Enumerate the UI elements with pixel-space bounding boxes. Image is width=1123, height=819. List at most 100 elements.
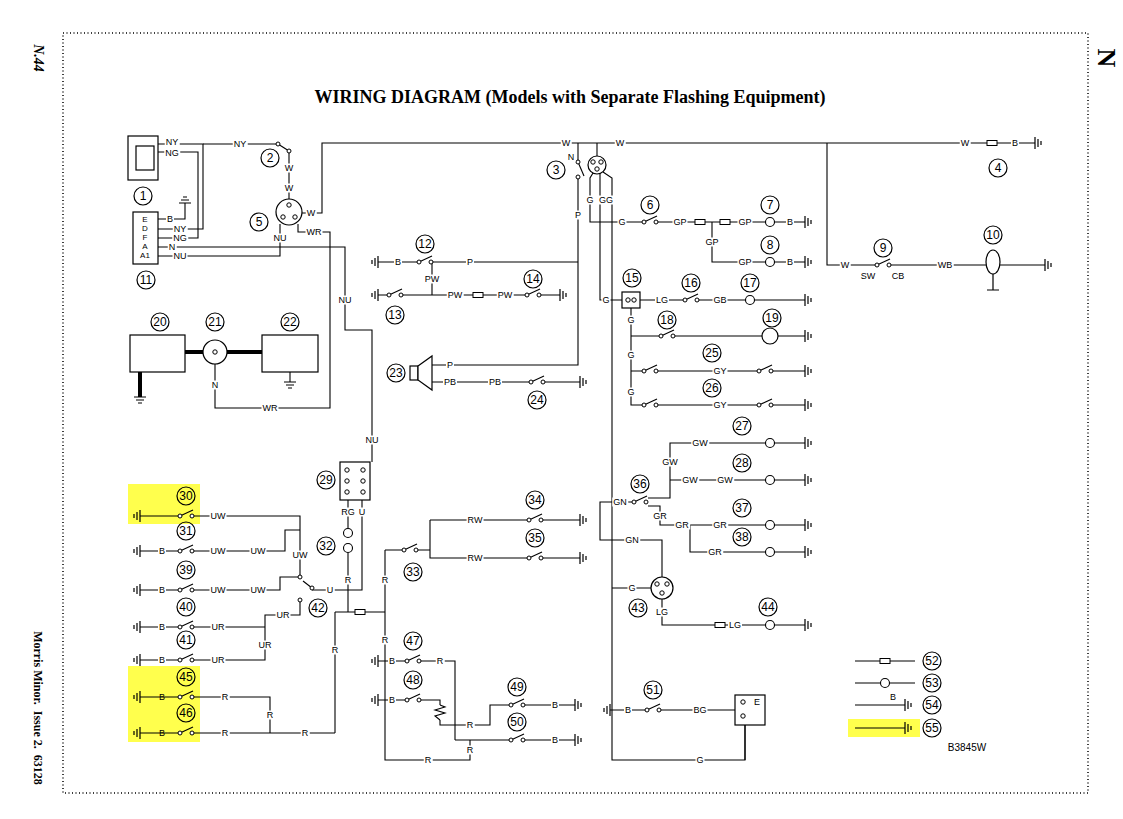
wire-code: R: [466, 721, 475, 730]
callout-number: 51: [646, 684, 659, 696]
dynamo-body: [136, 146, 154, 170]
callout-number: 48: [406, 674, 419, 686]
wire-code: B: [551, 701, 559, 710]
highlight-mark: [128, 704, 200, 742]
callout-circle: 29: [316, 470, 336, 490]
callout-circle: 47: [403, 631, 423, 651]
wire-code: W: [284, 184, 295, 193]
earth-symbol: [805, 365, 811, 377]
wire-code: UW: [210, 547, 227, 556]
earth-symbol: [134, 584, 140, 596]
switch-body: [276, 199, 302, 225]
callout-number: 40: [179, 601, 192, 613]
wire: [596, 143, 597, 156]
wire-code: B: [394, 258, 402, 267]
switch-contact: [642, 369, 646, 373]
callout-number: 38: [735, 531, 748, 543]
wire: [158, 144, 203, 229]
callout-number: 39: [179, 564, 192, 576]
callout-circle: 34: [525, 490, 545, 510]
callout-number: 26: [705, 382, 718, 394]
wire-code: U: [326, 586, 335, 595]
switch-contact: [190, 731, 194, 735]
callout-circle: 26: [702, 378, 722, 398]
callout-number: 44: [761, 601, 774, 613]
callout-outline: [250, 213, 268, 231]
callout-outline: [416, 235, 434, 253]
callout-outline: [874, 239, 892, 257]
switch-symbol: [525, 289, 541, 298]
wire-code: P: [574, 211, 582, 220]
callout-outline: [317, 471, 335, 489]
callout-circle: 32: [316, 536, 336, 556]
wire-code: PW: [424, 275, 441, 284]
wire: [378, 661, 455, 740]
terminal-letter: A1: [139, 252, 151, 260]
callout-number: 18: [660, 314, 673, 326]
wire-code: B: [889, 693, 897, 702]
snap-connector: [720, 220, 730, 225]
switch-contact: [529, 380, 533, 384]
earth-symbol: [805, 519, 811, 531]
callout-circle: 8: [760, 235, 780, 255]
earth-symbol: [134, 397, 146, 403]
callout-number: 30: [179, 490, 192, 502]
wire: [1000, 264, 1045, 265]
wire-code: R: [466, 746, 475, 755]
wire-code: UR: [258, 641, 273, 650]
callout-outline: [733, 454, 751, 472]
wire-code: B: [786, 258, 794, 267]
callout-number: 10: [986, 229, 999, 241]
lamp-symbol: [881, 679, 890, 688]
callout-circle: 22: [280, 312, 300, 332]
callout-number: 54: [925, 699, 938, 711]
wire-code: W: [960, 139, 971, 148]
earth-symbol: [805, 294, 811, 306]
wire: [385, 550, 470, 760]
earth-symbol: [575, 734, 581, 746]
callout-outline: [733, 499, 751, 517]
earth-symbol: [134, 691, 140, 703]
terminal-pin: [287, 203, 291, 207]
fuse-box: [340, 462, 370, 500]
wire: [312, 500, 362, 590]
callout-circle: 33: [403, 562, 423, 582]
earth-symbol: [805, 437, 811, 449]
starter-motor: [262, 335, 318, 372]
switch-symbol: [405, 655, 421, 664]
horn-stem: [987, 274, 999, 290]
callout-circle: 48: [403, 670, 423, 690]
wire: [577, 143, 578, 161]
callout-outline: [763, 309, 781, 327]
highlight-mark: [848, 719, 920, 737]
wire-code: G: [585, 196, 594, 205]
wire: [631, 308, 805, 405]
wire-code: RW: [467, 516, 484, 525]
callout-outline: [317, 537, 335, 555]
margin-note: Morris Minor. Issue 2. 63128: [32, 630, 44, 786]
earth-symbol: [805, 546, 811, 558]
wire-code: PW: [497, 291, 514, 300]
wire-code: B: [158, 693, 166, 702]
switch-contact: [695, 298, 699, 302]
callout-circle: 23: [386, 363, 406, 383]
lamp-symbol: [766, 476, 775, 485]
wire: [855, 704, 905, 705]
terminal-pin: [361, 490, 365, 494]
callout-circle: 45: [176, 667, 196, 687]
switch-symbol: [527, 514, 543, 523]
wire-code: R: [301, 729, 310, 738]
switch-symbol: [178, 654, 194, 663]
terminal-pin: [293, 215, 297, 219]
callout-circle: 9: [873, 238, 893, 258]
snap-connector: [355, 610, 365, 615]
switch-symbol: [642, 399, 658, 408]
callout-circle: 2: [260, 148, 280, 168]
earth-symbol: [179, 197, 191, 203]
wire-code: G: [601, 296, 610, 305]
wire: [430, 519, 580, 520]
switch-symbol: [757, 399, 773, 408]
callout-number: 21: [208, 316, 221, 328]
switch-contact: [178, 514, 182, 518]
